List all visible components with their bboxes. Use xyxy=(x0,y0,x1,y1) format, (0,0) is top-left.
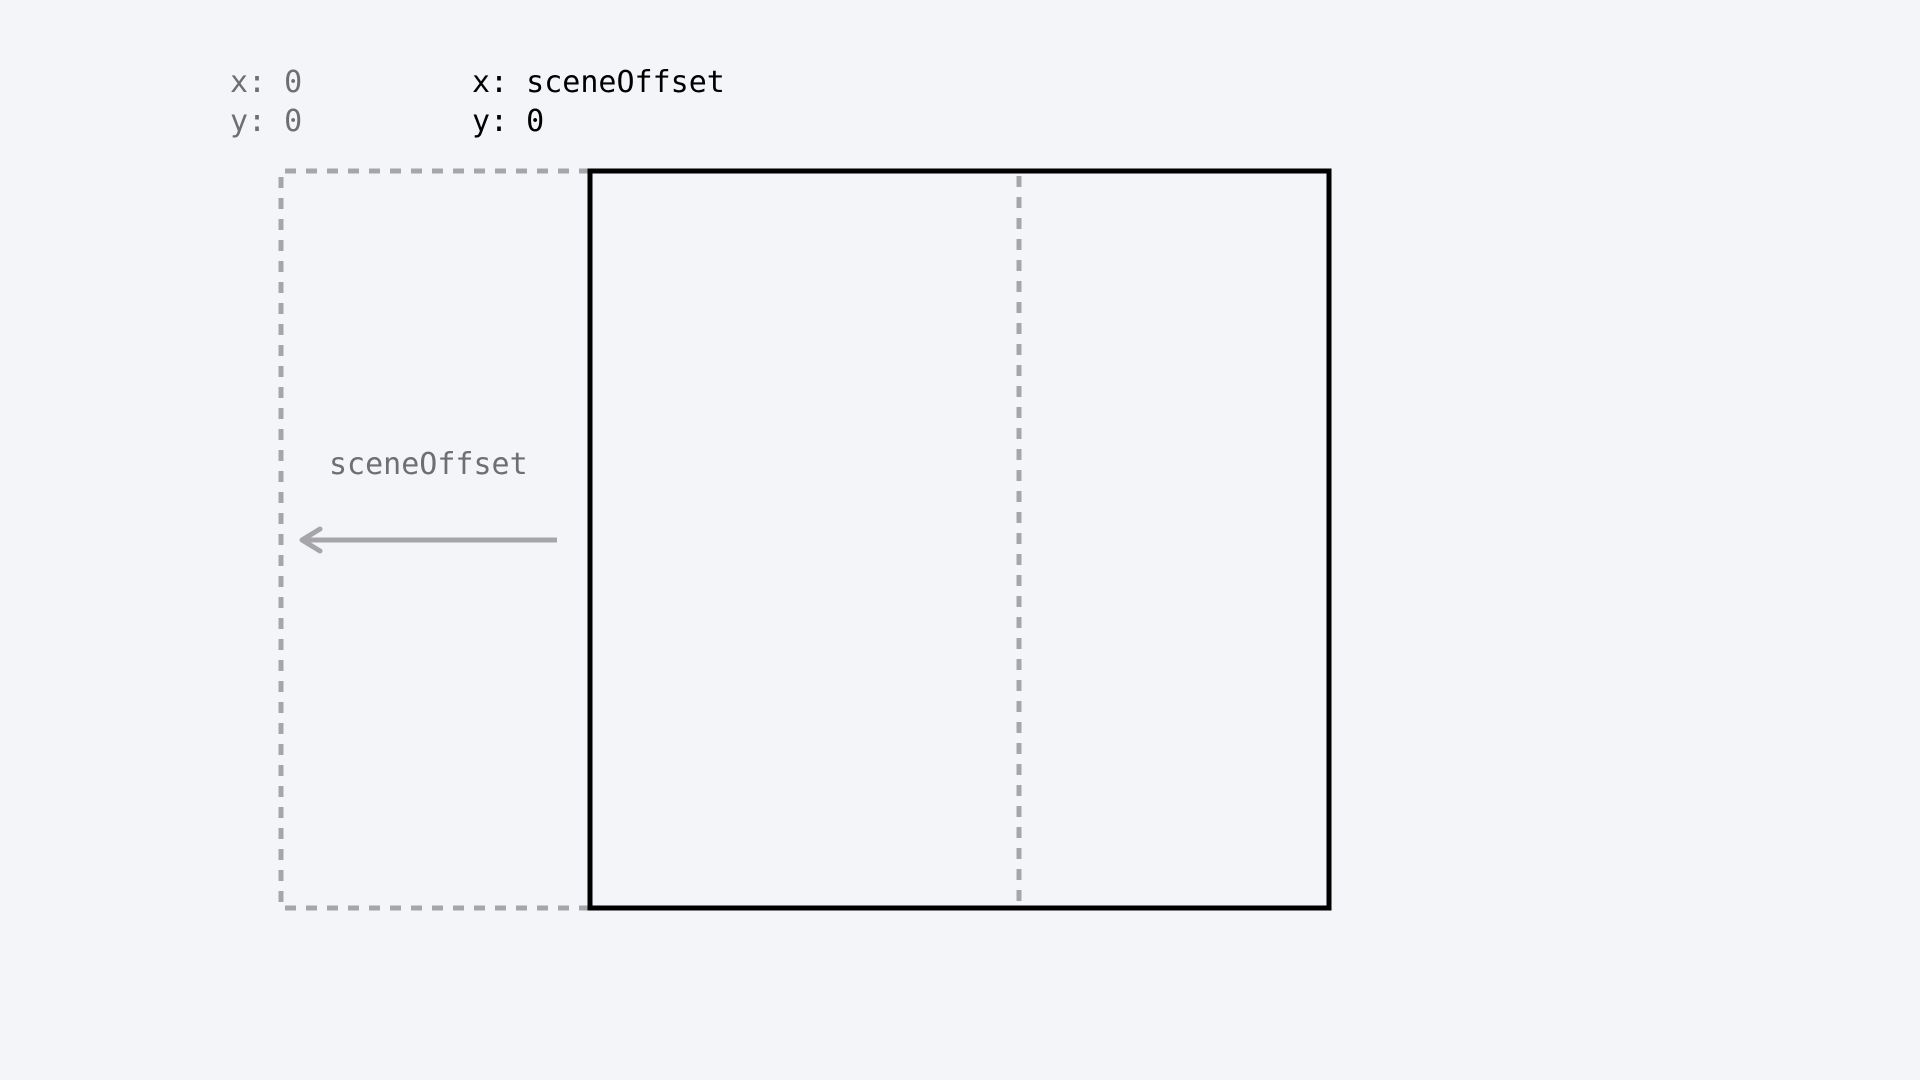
origin-x-label: x: 0 xyxy=(230,65,302,100)
shifted-y-label: y: 0 xyxy=(472,104,544,139)
origin-y-label: y: 0 xyxy=(230,104,302,139)
scene-offset-label: sceneOffset xyxy=(329,447,528,482)
shifted-x-label: x: sceneOffset xyxy=(472,65,725,100)
origin-coordinates-label: x: 0 y: 0 xyxy=(230,65,302,139)
scene-offset-arrow: sceneOffset xyxy=(299,447,557,554)
arrow-left-icon xyxy=(299,526,323,554)
shifted-frame xyxy=(587,168,1332,911)
ghost-frame-outline xyxy=(278,168,590,911)
shifted-coordinates-label: x: sceneOffset y: 0 xyxy=(472,65,725,139)
